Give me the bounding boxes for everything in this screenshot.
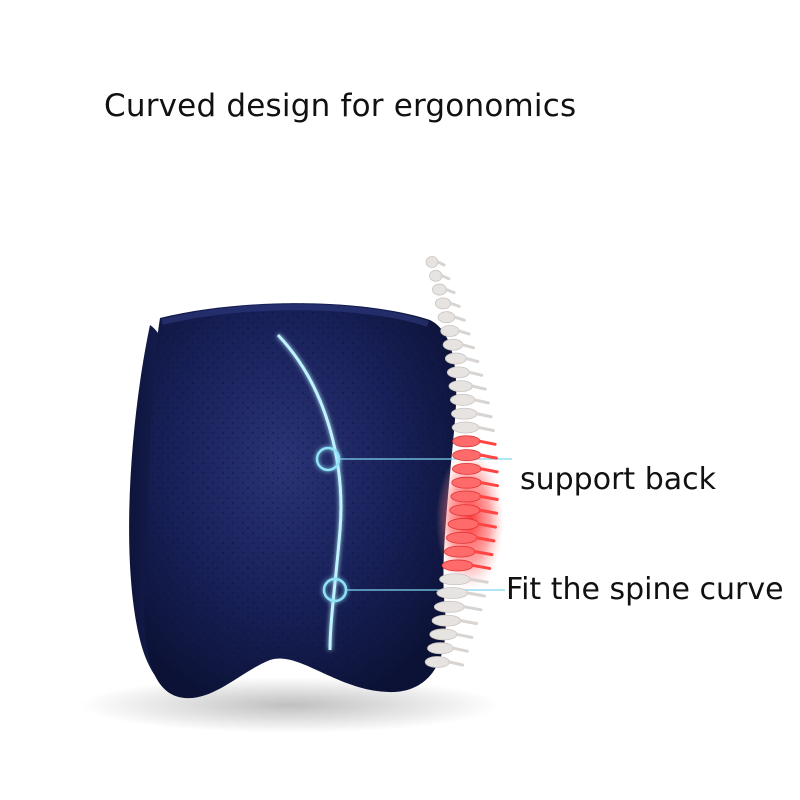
vertebra-process [477,426,495,433]
vertebra-process [479,481,499,488]
vertebra-process [479,494,499,501]
vertebra-process [464,357,480,364]
support-back-label: support back [520,462,717,497]
vertebra-process [444,288,456,295]
vertebra [442,338,464,351]
spine-illustration [424,256,504,668]
vertebra [441,559,474,572]
vertebra [451,476,482,489]
vertebra [445,531,478,544]
lumbar-cushion [129,303,457,699]
vertebra [449,394,476,406]
cushion-shadow [80,677,500,733]
vertebra-process [471,563,492,570]
spine-curve-line [276,333,343,651]
vertebra-process [449,301,461,308]
vertebra-process [463,605,483,612]
vertebra [427,642,454,655]
vertebra [452,449,482,462]
vertebra [444,352,467,365]
vertebra [448,380,473,393]
vertebra [424,656,450,668]
vertebra [432,283,447,296]
vertebra [446,366,470,379]
vertebra-process [479,467,499,474]
vertebra [449,504,481,517]
vertebra-process [436,260,446,267]
vertebra-process [459,619,479,626]
vertebra [450,490,482,503]
vertebra-process [440,274,451,281]
vertebra-process [478,508,499,515]
vertebra-process [447,660,465,667]
vertebra-process [477,522,497,529]
fit-spine-label: Fit the spine curve [506,572,784,607]
vertebra [429,628,458,641]
vertebra-process [479,453,498,460]
vertebra [425,256,439,268]
vertebra-process [468,577,489,584]
vertebra [452,435,481,448]
vertebra-process [475,412,493,419]
headline: Curved design for ergonomics [104,88,577,124]
vertebra-process [478,439,497,446]
vertebra [433,600,465,613]
vertebra [440,325,460,337]
vertebra-process [451,646,469,653]
vertebra-process [453,315,466,322]
vertebra-process [475,536,496,543]
vertebra-process [470,384,487,391]
vertebra [451,407,478,420]
vertebra [431,614,462,627]
vertebra [437,311,456,324]
vertebra-process [473,398,490,405]
vertebra [434,297,452,310]
vertebra-process [455,632,474,639]
vertebra [447,518,480,530]
vertebra [451,421,480,434]
vertebra-process [457,329,471,336]
vertebra [429,269,443,282]
vertebra-process [466,591,486,598]
vertebra [443,545,476,558]
vertebra [436,587,469,599]
vertebra-process [473,550,494,557]
vertebra-process [461,343,476,350]
vertebra [439,573,471,586]
vertebra-process [468,370,484,377]
vertebra [452,462,482,475]
